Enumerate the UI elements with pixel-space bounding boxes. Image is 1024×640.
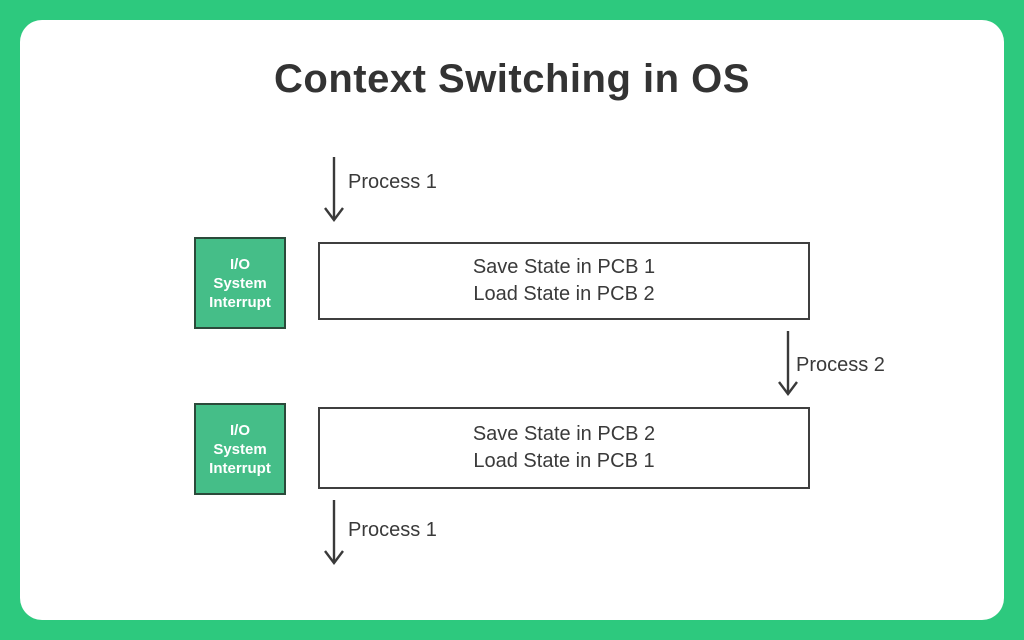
diagram-card <box>20 20 1004 620</box>
interrupt-line: System <box>213 274 267 292</box>
process-1-label: Process 1 <box>348 171 437 193</box>
load-state-line: Load State in PCB 2 <box>473 283 655 305</box>
io-system-interrupt-box: I/O System Interrupt <box>194 237 286 329</box>
down-arrow-icon <box>321 499 347 567</box>
interrupt-line: I/O <box>229 255 250 273</box>
down-arrow-icon <box>775 330 801 398</box>
interrupt-line: System <box>213 440 267 458</box>
save-state-line: Save State in PCB 1 <box>472 256 656 278</box>
process-1-resume-label: Process 1 <box>348 519 437 541</box>
process-2-label: Process 2 <box>796 354 885 376</box>
page-title: Context Switching in OS <box>274 57 750 101</box>
interrupt-line: Interrupt <box>209 459 271 477</box>
save-state-line: Save State in PCB 2 <box>472 423 656 445</box>
interrupt-line: I/O <box>229 421 250 439</box>
context-switch-box-1: Save State in PCB 1 Load State in PCB 2 <box>318 242 810 320</box>
context-switch-box-2: Save State in PCB 2 Load State in PCB 1 <box>318 407 810 489</box>
down-arrow-icon <box>321 156 347 224</box>
io-system-interrupt-box: I/O System Interrupt <box>194 403 286 495</box>
interrupt-line: Interrupt <box>209 293 271 311</box>
load-state-line: Load State in PCB 1 <box>473 450 655 472</box>
